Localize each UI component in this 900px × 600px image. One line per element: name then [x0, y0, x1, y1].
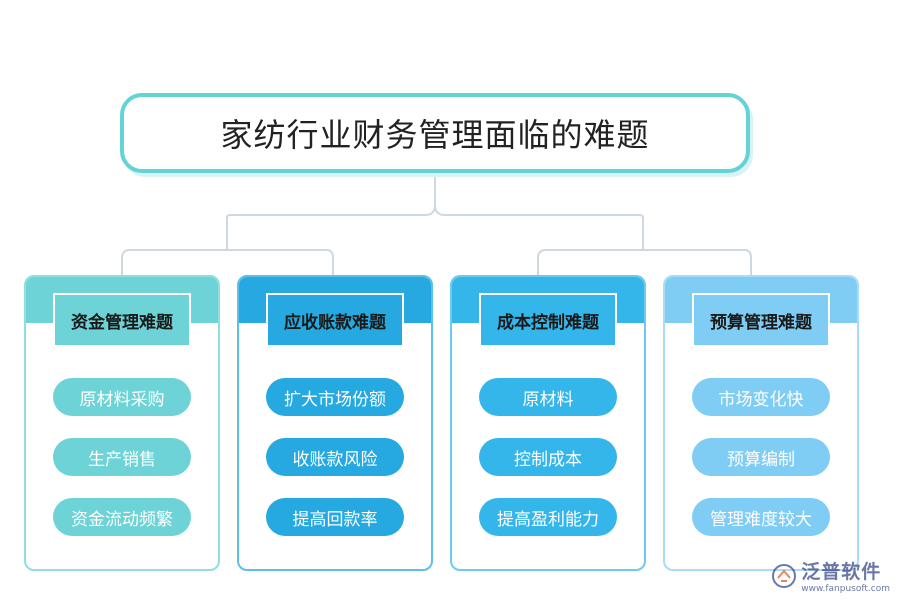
column-receivables: 应收账款难题 扩大市场份额 收账款风险 提高回款率: [237, 275, 433, 571]
column-header: 预算管理难题: [692, 293, 830, 347]
connector-left-branch: [121, 249, 334, 275]
item-pill: 资金流动频繁: [53, 498, 191, 536]
column-cost-control: 成本控制难题 原材料 控制成本 提高盈利能力: [450, 275, 646, 571]
connector-right-branch: [537, 249, 752, 275]
item-pill: 控制成本: [479, 438, 617, 476]
diagram-title: 家纺行业财务管理面临的难题: [220, 116, 650, 154]
watermark-name: 泛普软件: [801, 561, 882, 583]
item-pill: 收账款风险: [266, 438, 404, 476]
item-pill: 市场变化快: [692, 378, 830, 416]
item-pill: 管理难度较大: [692, 498, 830, 536]
column-header: 资金管理难题: [53, 293, 191, 347]
column-header: 应收账款难题: [266, 293, 404, 347]
item-pill: 扩大市场份额: [266, 378, 404, 416]
item-pill: 预算编制: [692, 438, 830, 476]
item-pill: 生产销售: [53, 438, 191, 476]
item-pill: 原材料采购: [53, 378, 191, 416]
connector-right-trunk: [434, 204, 644, 250]
column-budget: 预算管理难题 市场变化快 预算编制 管理难度较大: [663, 275, 859, 571]
watermark: 泛普软件 www.fanpusoft.com: [771, 557, 890, 594]
watermark-url: www.fanpusoft.com: [801, 584, 890, 594]
column-header: 成本控制难题: [479, 293, 617, 347]
column-capital: 资金管理难题 原材料采购 生产销售 资金流动频繁: [24, 275, 220, 571]
fanpu-logo-icon: [772, 563, 797, 588]
title-box: 家纺行业财务管理面临的难题: [120, 93, 750, 173]
connector-trunk: [226, 173, 436, 250]
item-pill: 提高盈利能力: [479, 498, 617, 536]
item-pill: 原材料: [479, 378, 617, 416]
item-pill: 提高回款率: [266, 498, 404, 536]
